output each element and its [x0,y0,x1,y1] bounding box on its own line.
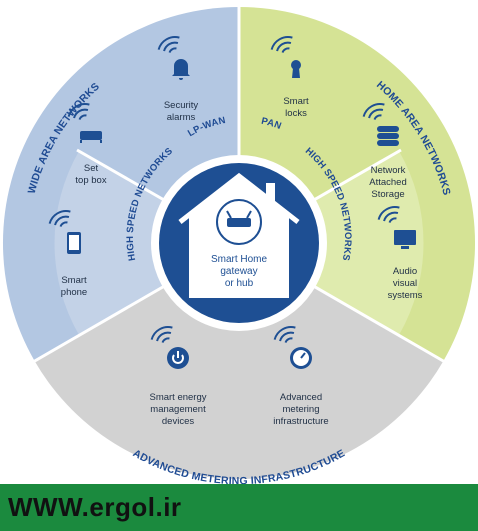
settop-label-line1: Set [84,163,99,174]
monitor-icon [394,230,416,249]
keyhole-icon [291,60,301,78]
smartphone-icon [67,232,81,254]
energy-label-line2: management [150,404,206,415]
nas-label-line3: Storage [371,189,404,200]
phone-label-line1: Smart [61,275,87,286]
power-icon [167,347,189,369]
device-smart-phone: Smart phone [46,206,87,298]
settop-label-line2: top box [75,175,106,186]
footer-url[interactable]: WWW.ergol.ir [8,492,182,522]
energy-label-line3: devices [162,416,194,427]
house-icon [178,172,300,298]
metering-label-line3: infrastructure [273,416,328,427]
router-icon [216,199,262,245]
set-top-box-icon [80,131,102,143]
storage-icon [377,126,399,146]
audio-label-line2: visual [393,278,417,289]
device-audio-visual: Audio visual systems [375,202,423,301]
device-smart-locks: Smart locks [268,32,309,119]
device-smart-energy: Smart energy management devices [148,322,207,427]
device-advanced-metering: Advanced metering infrastructure [271,322,329,427]
high-speed-right-band [239,151,424,335]
audio-label-line3: systems [388,290,423,301]
footer-banner: WWW.ergol.ir [0,484,478,531]
high-speed-left-band [54,151,239,335]
phone-label-line2: phone [61,287,87,298]
smart-home-network-diagram: Smart Home gateway or hub WIDE AREA NETW… [2,5,476,487]
gauge-icon [290,347,312,369]
hub-label-line1: Smart Home [211,254,268,265]
metering-label-line2: metering [283,404,320,415]
locks-label-line2: locks [285,108,307,119]
security-label-line2: alarms [167,112,196,123]
bell-icon [172,59,190,80]
device-network-attached-storage: Network Attached Storage [360,99,407,200]
hub-label-line2: gateway [220,266,257,277]
security-label-line1: Security [164,100,199,111]
nas-label-line1: Network [371,165,406,176]
hub-label-line3: or hub [225,278,254,289]
audio-label-line1: Audio [393,266,417,277]
locks-label-line1: Smart [283,96,309,107]
energy-label-line1: Smart energy [149,392,206,403]
device-security-alarms: Security alarms [155,32,199,123]
metering-label-line1: Advanced [280,392,322,403]
device-set-top-box: Set top box [65,99,107,186]
nas-label-line2: Attached [369,177,407,188]
